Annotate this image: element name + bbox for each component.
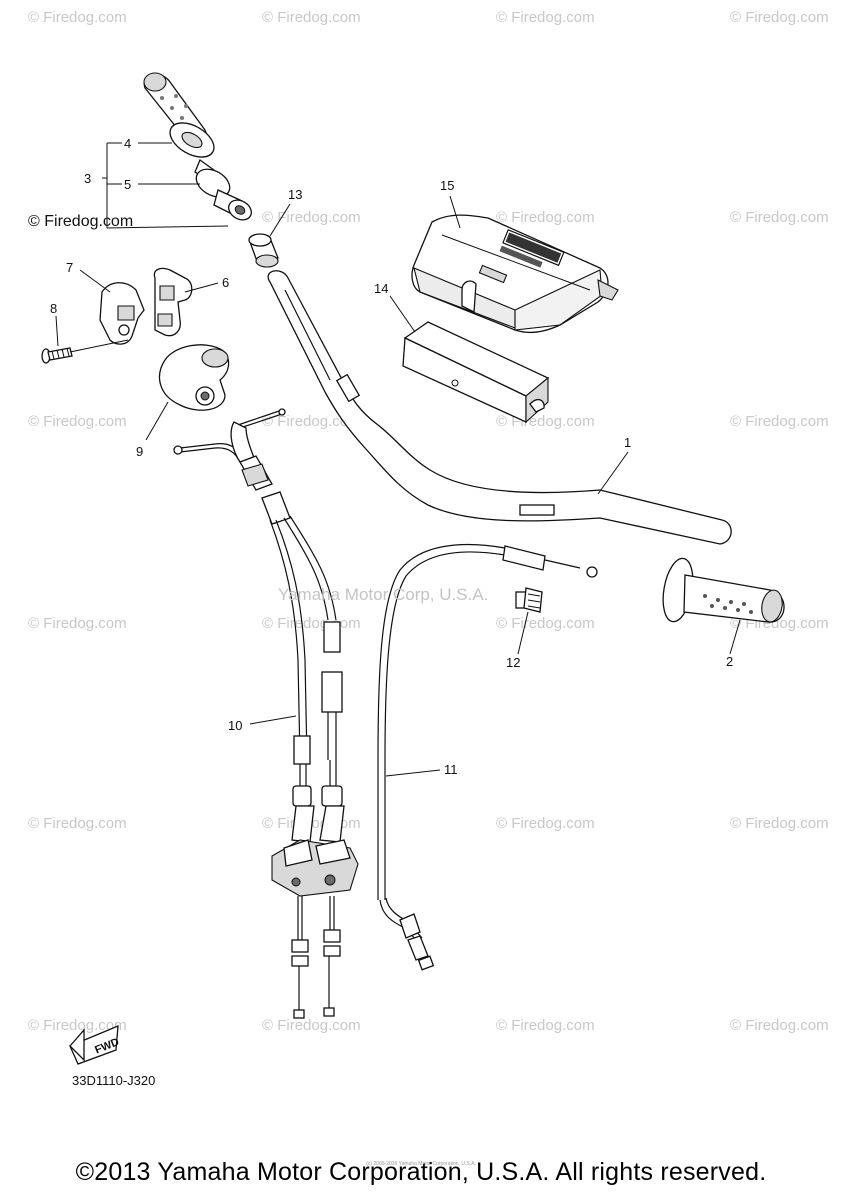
callout-7: 7 (66, 260, 73, 275)
watermark-text: © Firedog.com (730, 815, 829, 832)
watermark-text: © Firedog.com (28, 615, 127, 632)
callout-6: 6 (222, 275, 229, 290)
callout-labels: 1 2 3 4 5 6 7 8 9 10 11 12 13 14 15 (50, 136, 733, 777)
pad-cover-part[interactable] (411, 214, 619, 334)
callout-11: 11 (444, 762, 458, 777)
callout-9: 9 (136, 444, 143, 459)
handlebar-part[interactable] (267, 270, 732, 545)
fine-print: (c) 2005-2016 Yamaha Motor Corporation, … (366, 1161, 476, 1167)
callout-14: 14 (374, 281, 388, 296)
leader-lines (55, 142, 741, 777)
screw-part[interactable] (41, 347, 73, 364)
pad-part[interactable] (402, 321, 550, 424)
collar-part[interactable] (248, 233, 279, 268)
callout-3: 3 (84, 171, 91, 186)
watermark-text: © Firedog.com (730, 209, 829, 226)
callout-10: 10 (228, 718, 242, 733)
center-watermark: Yamaha Motor Corp, U.S.A. (278, 585, 489, 604)
callout-12: 12 (506, 655, 520, 670)
callout-13: 13 (288, 187, 302, 202)
watermark-text: © Firedog.com (28, 815, 127, 832)
adjuster-part[interactable] (515, 587, 543, 613)
watermark-text: © Firedog.com (496, 1017, 595, 1034)
watermark-text: © Firedog.com (28, 9, 127, 26)
watermark-text: © Firedog.com (730, 9, 829, 26)
watermark-text: © Firedog.com (496, 9, 595, 26)
watermark-text: © Firedog.com (730, 1017, 829, 1034)
callout-1: 1 (624, 435, 631, 450)
clutch-cable-part[interactable] (377, 543, 598, 971)
callout-2: 2 (726, 654, 733, 669)
copyright-notice: ©2013 Yamaha Motor Corporation, U.S.A. A… (75, 1158, 767, 1186)
right-grip-part[interactable] (659, 556, 785, 624)
watermark-text: © Firedog.com (262, 209, 361, 226)
watermark-text: © Firedog.com (496, 615, 595, 632)
housing-upper-part[interactable] (153, 267, 193, 337)
housing-lower-part[interactable] (99, 282, 145, 345)
callout-5: 5 (124, 177, 131, 192)
watermark-text: © Firedog.com (28, 413, 127, 430)
watermark-text: © Firedog.com (262, 1017, 361, 1034)
callout-4: 4 (124, 136, 131, 151)
diagram-code: 33D1110-J320 (72, 1073, 156, 1088)
throttle-grip-assembly-part[interactable] (143, 72, 255, 224)
watermark-text: © Firedog.com (730, 413, 829, 430)
watermark-text: © Firedog.com (496, 209, 595, 226)
watermark-text: © Firedog.com (28, 1017, 127, 1034)
throttle-cables-part[interactable] (173, 408, 359, 1019)
watermark-grid: © Firedog.com © Firedog.com © Firedog.com ©… (28, 9, 829, 1034)
callout-15: 15 (440, 178, 454, 193)
watermark-text: © Firedog.com (496, 815, 595, 832)
watermark-text: © Firedog.com (262, 9, 361, 26)
watermark-text: © Firedog.com (262, 615, 361, 632)
throttle-housing-part[interactable] (158, 344, 230, 411)
watermark-text: © Firedog.com (262, 413, 361, 430)
callout-8: 8 (50, 301, 57, 316)
